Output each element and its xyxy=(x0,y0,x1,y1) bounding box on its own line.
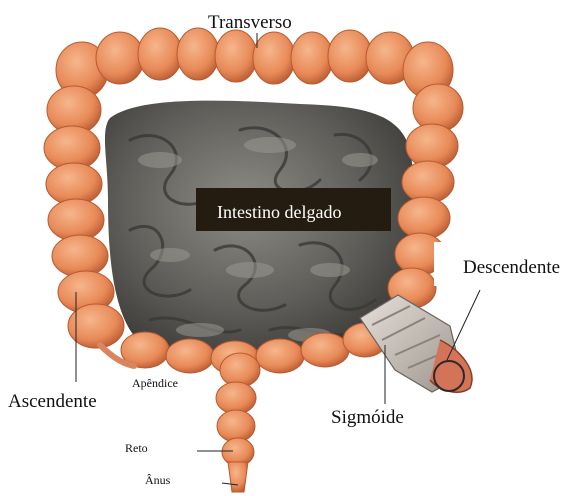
rectum xyxy=(216,353,260,492)
label-transverso: Transverso xyxy=(208,13,292,32)
label-ascendente: Ascendente xyxy=(8,392,97,411)
label-anus: Ânus xyxy=(145,474,170,486)
transverse-colon xyxy=(56,28,453,98)
label-reto: Reto xyxy=(125,442,148,454)
label-apendice: Apêndice xyxy=(132,377,178,389)
label-intestino-delgado: Intestino delgado xyxy=(217,203,341,221)
label-descendente: Descendente xyxy=(463,258,560,277)
label-sigmoide: Sigmóide xyxy=(331,408,404,427)
